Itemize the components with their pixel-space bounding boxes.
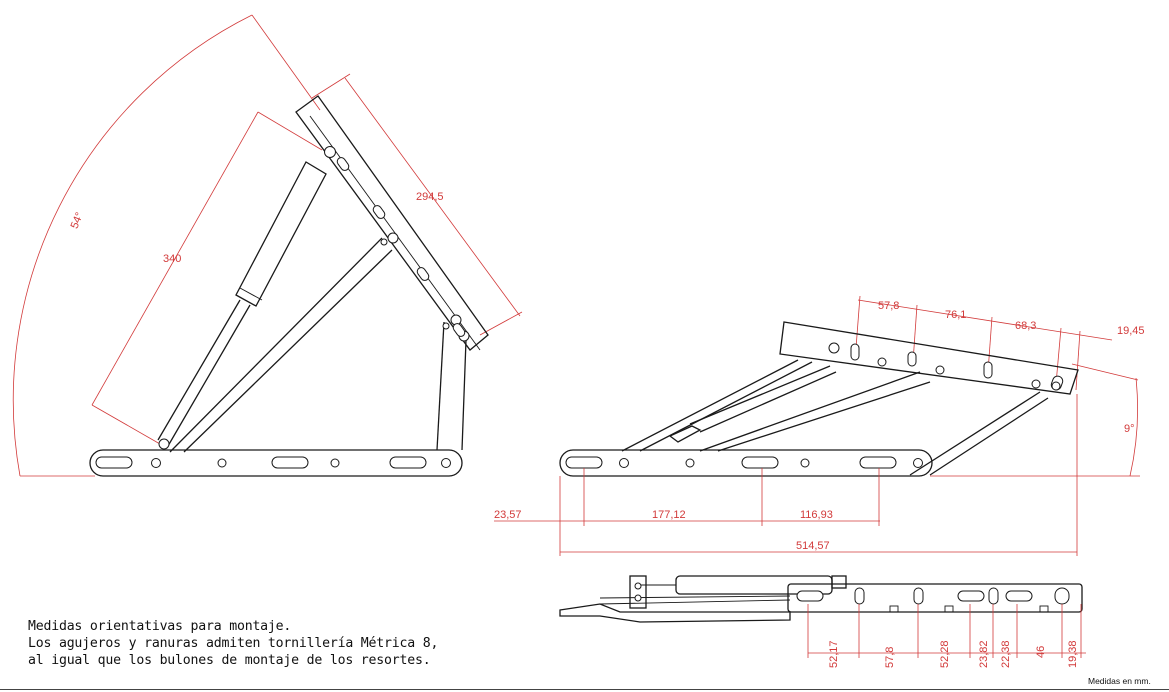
arm-dim-line xyxy=(344,77,521,317)
lid-arm xyxy=(295,95,489,351)
arm-length-label: 294,5 xyxy=(416,191,444,203)
bottom-spacing-3: 116,93 xyxy=(800,509,833,521)
angle-label: 54° xyxy=(69,211,86,231)
top-dim-ext-4 xyxy=(1055,327,1062,385)
top-spacing-4: 19,45 xyxy=(1117,325,1145,337)
bottom-spacing-1: 23,57 xyxy=(494,509,522,521)
top-spacing-3: 68,3 xyxy=(1015,320,1036,332)
plan-spacing-5: 22,38 xyxy=(1000,640,1012,668)
top-spacing-1: 57,8 xyxy=(878,300,899,312)
side-lid-arm xyxy=(779,321,1079,395)
plan-plate xyxy=(787,583,1083,613)
plan-spacing-3: 52,28 xyxy=(939,640,951,668)
top-dim-ext-1 xyxy=(855,295,861,349)
open-hinge-view: 54° 340 294,5 xyxy=(12,14,523,477)
plan-mount-bolt-a xyxy=(629,575,647,609)
notes-line-1: Medidas orientativas para montaje. xyxy=(28,619,292,634)
strut-dim-ext-a xyxy=(91,404,161,445)
side-base-plate xyxy=(559,449,933,477)
side-links xyxy=(621,359,1049,476)
plan-view: 52,17 57,8 52,28 23,82 22,38 46 19,38 xyxy=(559,575,1086,668)
base-plate xyxy=(89,449,463,477)
gas-strut xyxy=(157,161,327,450)
notes-line-3: al igual que los bulones de montaje de l… xyxy=(28,653,431,668)
angle-arc xyxy=(12,14,253,477)
rear-link xyxy=(436,321,467,451)
bottom-spacing-2: 177,12 xyxy=(652,509,686,521)
plan-spacing-7: 19,38 xyxy=(1067,640,1079,668)
arm-dim-ext-a xyxy=(311,73,351,99)
plan-spacing-2: 57,8 xyxy=(884,647,896,668)
top-spacing-2: 76,1 xyxy=(945,309,966,321)
strut-dim-line xyxy=(91,111,259,406)
mounting-notes: Medidas orientativas para montaje. Los a… xyxy=(28,618,438,669)
top-dim-line xyxy=(857,299,1113,341)
strut-length-label: 340 xyxy=(163,253,181,265)
units-note: Medidas en mm. xyxy=(1088,676,1151,686)
arm-dim-ext-b xyxy=(479,311,523,336)
side-angle-ray xyxy=(1071,363,1139,381)
strut-dim-ext-b xyxy=(257,111,323,151)
top-dim-ext-5 xyxy=(1075,330,1081,391)
plan-mount-bolt-b xyxy=(831,575,847,589)
plan-base-strip xyxy=(559,603,791,623)
main-link xyxy=(169,237,393,453)
plan-spacing-4: 23,82 xyxy=(978,640,990,668)
footer-divider xyxy=(0,689,1169,690)
plan-spacing-6: 46 xyxy=(1035,646,1047,658)
closed-side-view: 9° 57,8 76,1 68,3 19,45 xyxy=(494,295,1145,556)
side-angle-arc xyxy=(1129,377,1138,477)
overall-length-label: 514,57 xyxy=(796,540,830,552)
side-angle-label: 9° xyxy=(1124,423,1135,435)
plan-spacing-1: 52,17 xyxy=(828,640,840,668)
notes-line-2: Los agujeros y ranuras admiten torniller… xyxy=(28,636,439,651)
angle-ray xyxy=(251,14,321,111)
